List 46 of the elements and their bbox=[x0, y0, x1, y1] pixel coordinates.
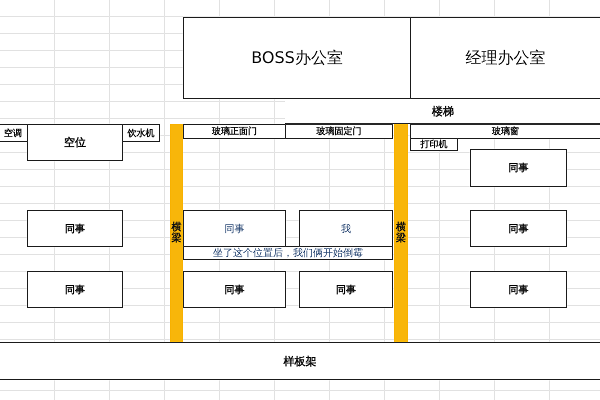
room-label: 玻璃窗 bbox=[492, 125, 519, 138]
room-label: 同事 bbox=[224, 222, 244, 236]
room-label: BOSS办公室 bbox=[251, 48, 343, 68]
room-label: 同事 bbox=[508, 162, 528, 175]
room-box bbox=[183, 210, 286, 247]
room-label: 同事 bbox=[65, 284, 85, 296]
room-label: 同事 bbox=[224, 284, 244, 296]
room-box bbox=[183, 17, 411, 99]
room-box bbox=[122, 124, 160, 142]
room-box bbox=[470, 149, 567, 187]
room-box bbox=[27, 210, 123, 247]
room-box bbox=[410, 124, 600, 139]
room-box bbox=[299, 271, 393, 308]
beam-label: 横梁 bbox=[172, 222, 182, 244]
room-box bbox=[299, 210, 393, 247]
room-box bbox=[183, 246, 393, 260]
room-label: 空位 bbox=[64, 135, 86, 150]
room-box bbox=[183, 271, 286, 308]
beam-pillar bbox=[394, 124, 408, 342]
beam-label: 横梁 bbox=[396, 222, 406, 244]
room-label: 我 bbox=[341, 222, 351, 236]
room-label: 饮水机 bbox=[128, 127, 154, 140]
room-box bbox=[285, 124, 393, 139]
beam-pillar bbox=[170, 124, 183, 342]
room-label: 打印机 bbox=[420, 138, 448, 151]
room-label: 楼梯 bbox=[432, 104, 454, 118]
room-box bbox=[27, 124, 123, 161]
room-box bbox=[470, 271, 567, 308]
room-label: 样板架 bbox=[284, 354, 316, 368]
room-box bbox=[183, 124, 286, 139]
room-box bbox=[410, 17, 600, 99]
room-label: 同事 bbox=[65, 222, 85, 236]
room-label: 坐了这个位置后，我们俩开始倒霉 bbox=[213, 246, 363, 260]
stair-band bbox=[285, 98, 600, 124]
room-label: 空调 bbox=[4, 127, 22, 140]
room-box bbox=[410, 138, 458, 151]
room-box bbox=[0, 124, 28, 142]
room-box bbox=[470, 210, 567, 247]
room-box bbox=[0, 342, 600, 380]
room-label: 玻璃正面门 bbox=[212, 125, 257, 138]
room-label: 经理办公室 bbox=[466, 48, 546, 68]
room-label: 同事 bbox=[336, 284, 356, 296]
room-label: 同事 bbox=[508, 284, 528, 296]
room-label: 同事 bbox=[508, 222, 528, 236]
room-box bbox=[27, 271, 123, 308]
room-label: 玻璃固定门 bbox=[316, 125, 362, 138]
